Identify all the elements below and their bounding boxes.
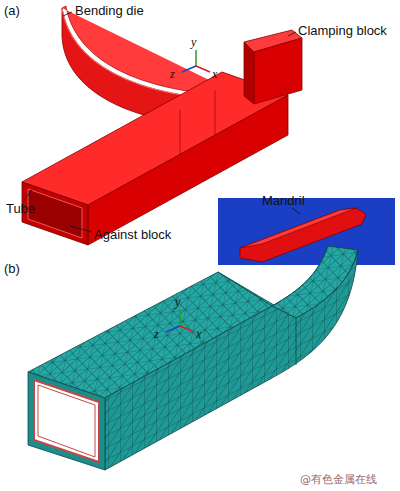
axis-label: x [212,68,217,81]
panel-label: (a) [4,4,20,18]
axis-label: y [175,296,180,309]
part-name: Tube [6,202,35,216]
axis-label: z [170,68,175,81]
part-name: Clamping block [298,24,387,38]
part-name: Mandril [262,194,305,208]
part-name: Against block [94,228,171,242]
watermark: @有色金属在线 [300,474,377,486]
axis-label: y [191,36,196,49]
axis-label: z [154,328,159,341]
part-name: Bending die [75,4,144,18]
axis-label: x [196,328,201,341]
panel-label: (b) [4,262,20,276]
